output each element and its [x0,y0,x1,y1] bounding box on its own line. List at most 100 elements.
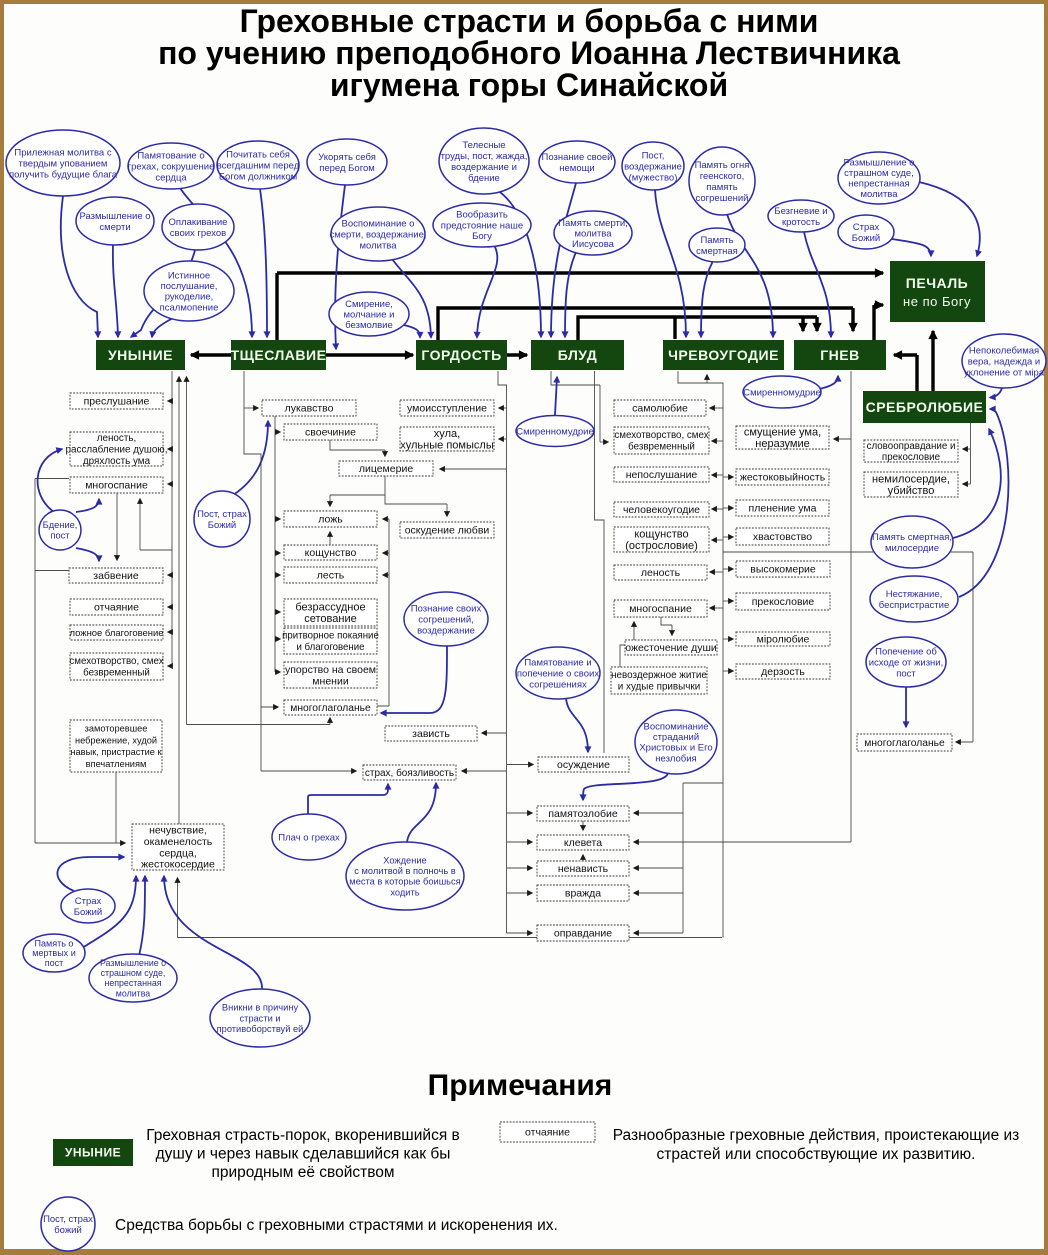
svg-text:многоглаголанье: многоглаголанье [290,703,371,714]
svg-text:кощунство(острословие): кощунство(острословие) [625,529,698,553]
svg-text:своечиние: своечиние [305,427,356,439]
svg-text:высокомерие: высокомерие [750,564,816,576]
svg-text:отчаяние: отчаяние [525,1127,570,1139]
svg-text:лесть: лесть [317,570,345,582]
svg-text:страх, боязливость: страх, боязливость [365,768,454,779]
svg-text:Греховная страсть-порок, вкоре: Греховная страсть-порок, вкоренившийся в… [146,1127,460,1181]
svg-text:вражда: вражда [565,888,601,900]
svg-text:Примечания: Примечания [428,1069,613,1102]
svg-text:леность,расслабление душою,дря: леность,расслабление душою,дряхлость ума [66,433,168,467]
svg-text:умоисступление: умоисступление [407,403,487,415]
svg-text:преслушание: преслушание [84,396,150,408]
svg-text:Память смертная,милосердие: Память смертная,милосердие [872,532,952,554]
svg-text:Бдение,пост: Бдение,пост [43,520,78,541]
svg-text:смущение ума,неразумие: смущение ума,неразумие [744,427,821,451]
svg-text:хула,хульные помыслы: хула,хульные помыслы [400,428,494,452]
svg-text:Разнообразные греховные действ: Разнообразные греховные действия, проист… [613,1127,1020,1163]
svg-text:міролюбие: міролюбие [757,634,810,646]
svg-text:непослушание: непослушание [626,469,698,481]
svg-text:прекословие: прекословие [752,596,815,608]
svg-text:УНЫНИЕ: УНЫНИЕ [108,347,173,363]
svg-text:отчаяние: отчаяние [94,602,139,614]
svg-text:Смиренномудрие: Смиренномудрие [743,387,821,398]
svg-text:по учению преподобного Иоанна: по учению преподобного Иоанна Лествичник… [158,35,900,71]
svg-text:лицемерие: лицемерие [359,463,413,475]
svg-text:жестоковыйность: жестоковыйность [740,472,826,484]
svg-text:оправдание: оправдание [554,928,612,940]
svg-text:Нестяжание,беспристрастие: Нестяжание,беспристрастие [879,589,949,611]
svg-text:леность: леность [641,567,681,579]
svg-text:самолюбие: самолюбие [632,403,688,415]
svg-text:ПЕЧАЛЬ: ПЕЧАЛЬ [906,275,968,291]
svg-text:ожесточение души: ожесточение души [625,642,717,654]
svg-text:Средства борьбы с греховными с: Средства борьбы с греховными страстями и… [115,1217,558,1234]
svg-text:ложное благоговение: ложное благоговение [70,628,164,639]
svg-text:пленение ума: пленение ума [749,503,817,515]
svg-text:БЛУД: БЛУД [558,347,598,363]
svg-text:Плач о грехах: Плач о грехах [278,832,340,843]
svg-text:клевета: клевета [564,837,602,849]
svg-text:ложь: ложь [318,514,343,526]
svg-text:ГНЕВ: ГНЕВ [820,347,860,363]
svg-text:кощунство: кощунство [305,547,357,559]
svg-text:лукавство: лукавство [285,403,334,415]
svg-text:СРЕБРОЛЮБИЕ: СРЕБРОЛЮБИЕ [866,399,984,415]
svg-text:осуждение: осуждение [557,759,610,771]
svg-text:зависть: зависть [412,728,450,740]
svg-text:многоспание: многоспание [85,480,148,492]
svg-text:ТЩЕСЛАВИЕ: ТЩЕСЛАВИЕ [231,347,327,363]
svg-text:ГОРДОСТЬ: ГОРДОСТЬ [421,347,501,363]
svg-text:не по Богу: не по Богу [903,294,971,309]
svg-text:забвение: забвение [93,570,139,582]
svg-text:УНЫНИЕ: УНЫНИЕ [65,1146,121,1160]
svg-text:многоспание: многоспание [629,603,692,615]
svg-text:оскудение любви: оскудение любви [405,525,490,537]
svg-text:игумена горы Синайской: игумена горы Синайской [330,67,728,103]
svg-text:памятозлобие: памятозлобие [548,808,618,820]
svg-text:дерзость: дерзость [761,666,805,678]
svg-text:Смиренномудрие: Смиренномудрие [516,426,594,437]
svg-text:немилосердие,убийство: немилосердие,убийство [872,474,950,498]
svg-text:человекоугодие: человекоугодие [623,504,700,516]
svg-text:многоглаголанье: многоглаголанье [864,738,945,749]
svg-text:ЧРЕВОУГОДИЕ: ЧРЕВОУГОДИЕ [668,347,779,363]
svg-text:Пост,воздержание(мужество): Пост,воздержание(мужество) [624,150,682,183]
